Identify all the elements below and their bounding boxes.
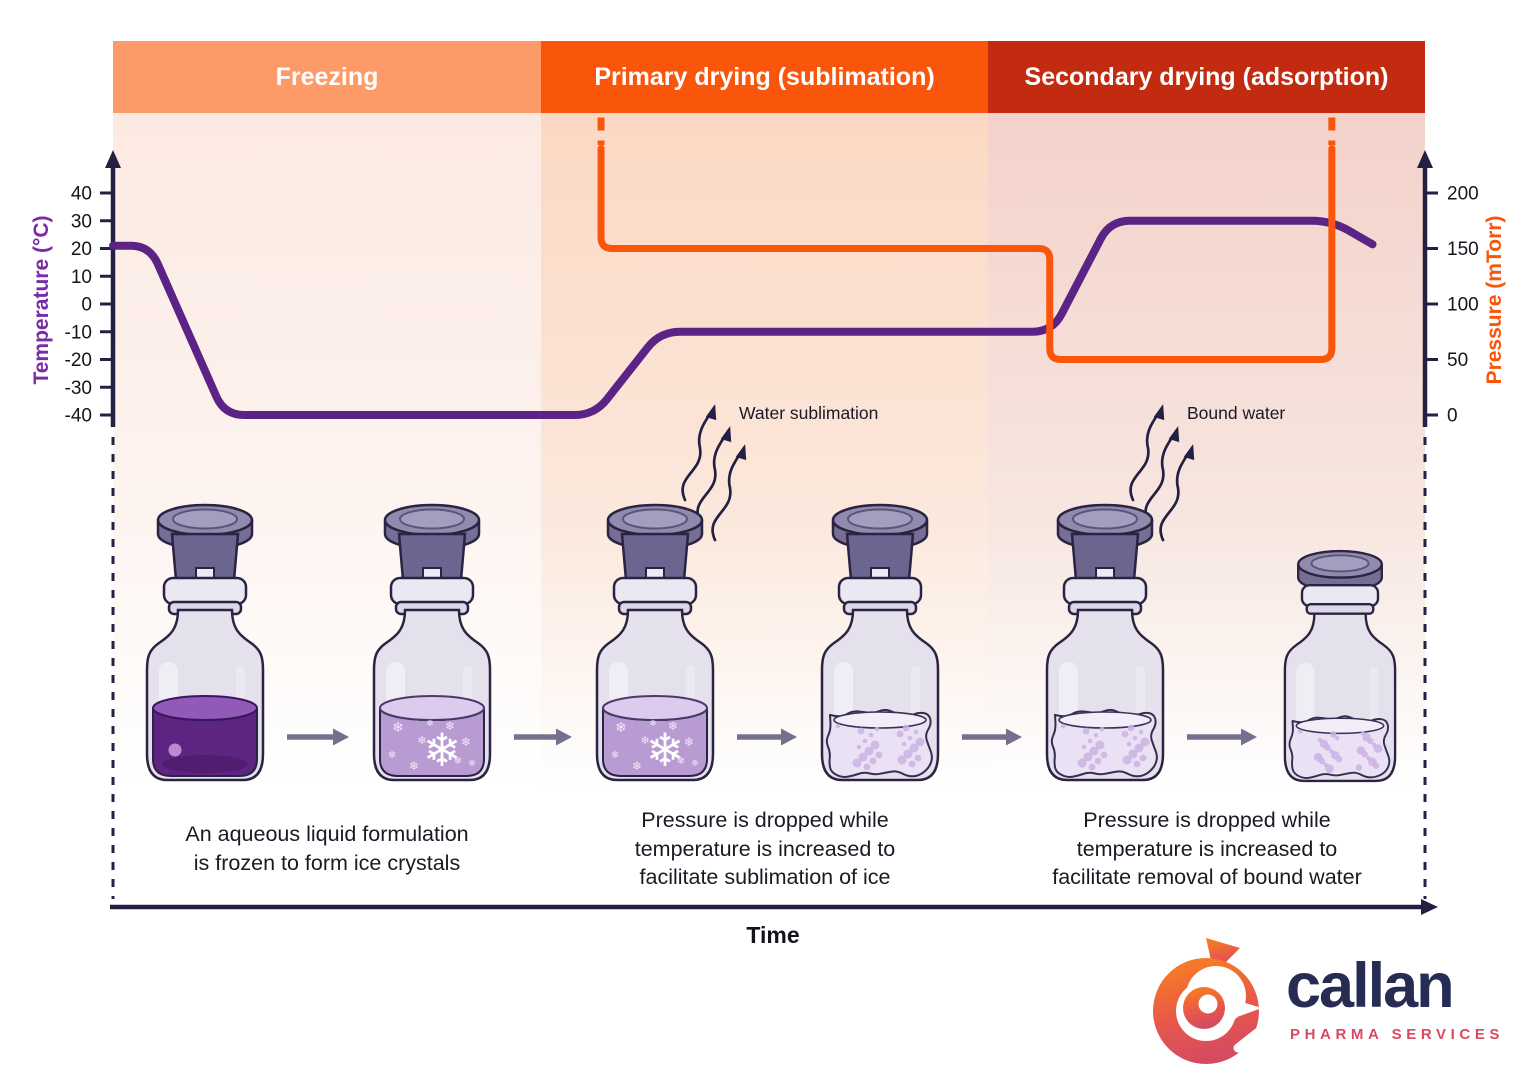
phase-label: Secondary drying (adsorption) xyxy=(1024,62,1389,91)
snowflake-icon: ❄ xyxy=(611,750,619,761)
phase-band-primary-drying: Primary drying (sublimation) xyxy=(541,41,988,113)
axis-tick-label: -20 xyxy=(65,350,92,371)
axis-tick-label: 20 xyxy=(71,239,92,260)
snowflake-icon: ❄ xyxy=(388,750,396,761)
phase-band-freezing: Freezing xyxy=(113,41,541,113)
vial-frozen-icon: ❄❄❄❄❄❄❄❄❄❄ xyxy=(595,503,715,782)
snowflake-icon: ❄ xyxy=(461,735,471,749)
snowflake-icon: ❄ xyxy=(417,734,426,747)
water-vapor-arrows xyxy=(681,404,747,542)
snowflake-icon: ❄ xyxy=(684,735,694,749)
phase-label: Freezing xyxy=(275,62,379,91)
caption-freezing: An aqueous liquid formulation is frozen … xyxy=(132,820,522,877)
pressure-series xyxy=(597,117,1336,363)
caption-line: temperature is increased to xyxy=(634,836,896,861)
temperature-axis: 40 30 20 10 0 -10 -20 -30 -40 xyxy=(65,150,121,899)
caption-line: facilitate sublimation of ice xyxy=(639,865,891,890)
snowflake-icon: ❄ xyxy=(646,723,685,777)
callan-pharma-logo: callan PHARMA SERVICES xyxy=(1148,936,1520,1066)
snowflake-icon: ❄ xyxy=(677,756,685,767)
axis-tick-label: 30 xyxy=(71,211,92,232)
caption-line: An aqueous liquid formulation xyxy=(185,822,469,846)
phase-band-secondary-drying: Secondary drying (adsorption) xyxy=(988,41,1425,113)
snowflake-icon: ❄ xyxy=(632,759,642,773)
axis-tick-label: 10 xyxy=(71,267,92,288)
caption-line: temperature is increased to xyxy=(1076,836,1338,861)
snowflake-icon: ❄ xyxy=(649,719,657,729)
caption-line: Pressure is dropped while xyxy=(641,808,889,832)
axis-tick-label: 0 xyxy=(1447,406,1458,427)
time-axis xyxy=(110,899,1438,915)
axis-tick-label: -40 xyxy=(65,406,92,427)
vial-cake-icon xyxy=(1045,503,1165,782)
vial-liquid-icon xyxy=(145,503,265,782)
caption-primary-drying: Pressure is dropped while temperature is… xyxy=(600,806,930,892)
stage-arrows xyxy=(287,728,1257,746)
axis-tick-label: 200 xyxy=(1447,184,1479,205)
bound-water-arrows xyxy=(1129,404,1195,542)
axis-tick-label: 100 xyxy=(1447,295,1479,316)
temperature-curve xyxy=(109,216,1377,419)
vial-frozen-icon: ❄❄❄❄❄❄❄❄❄❄ xyxy=(372,503,492,782)
pressure-axis-title: Pressure (mTorr) xyxy=(1483,215,1506,385)
caption-line: facilitate removal of bound water xyxy=(1052,865,1362,890)
axis-tick-label: 0 xyxy=(81,295,92,316)
phase-label: Primary drying (sublimation) xyxy=(594,62,935,91)
snowflake-icon: ❄ xyxy=(392,720,404,736)
caption-secondary-drying: Pressure is dropped while temperature is… xyxy=(1017,806,1397,892)
axis-tick-label: 40 xyxy=(71,184,92,205)
logo-wordmark: callan xyxy=(1286,951,1455,1021)
vial-cake-icon xyxy=(820,503,940,782)
axis-tick-label: 50 xyxy=(1447,350,1468,371)
snowflake-icon: ❄ xyxy=(668,719,678,733)
snowflake-icon: ❄ xyxy=(454,756,462,767)
caption-line: is frozen to form ice crystals xyxy=(193,850,461,875)
water-sublimation-annotation: Water sublimation xyxy=(739,403,879,423)
snowflake-icon: ❄ xyxy=(468,759,476,769)
temperature-series xyxy=(109,216,1377,419)
caption-line: Pressure is dropped while xyxy=(1083,808,1331,832)
temperature-axis-title: Temperature (°C) xyxy=(30,215,53,385)
vial-cake-sealed-icon xyxy=(1283,549,1397,783)
snowflake-icon: ❄ xyxy=(445,719,455,733)
axis-tick-label: -30 xyxy=(65,378,92,399)
pressure-axis: 200 150 100 50 0 xyxy=(1417,150,1479,899)
time-axis-label: Time xyxy=(746,922,800,948)
bound-water-annotation: Bound water xyxy=(1187,403,1286,423)
snowflake-icon: ❄ xyxy=(409,759,419,773)
snowflake-icon: ❄ xyxy=(691,759,699,769)
axis-tick-label: 150 xyxy=(1447,239,1479,260)
snowflake-icon: ❄ xyxy=(615,720,627,736)
snowflake-icon: ❄ xyxy=(423,723,462,777)
snowflake-icon: ❄ xyxy=(426,719,434,729)
logo-tagline: PHARMA SERVICES xyxy=(1290,1026,1505,1043)
fox-swirl-icon xyxy=(1153,938,1270,1064)
axis-tick-label: -10 xyxy=(65,322,92,343)
snowflake-icon: ❄ xyxy=(640,734,649,747)
pressure-curve xyxy=(597,145,1336,363)
